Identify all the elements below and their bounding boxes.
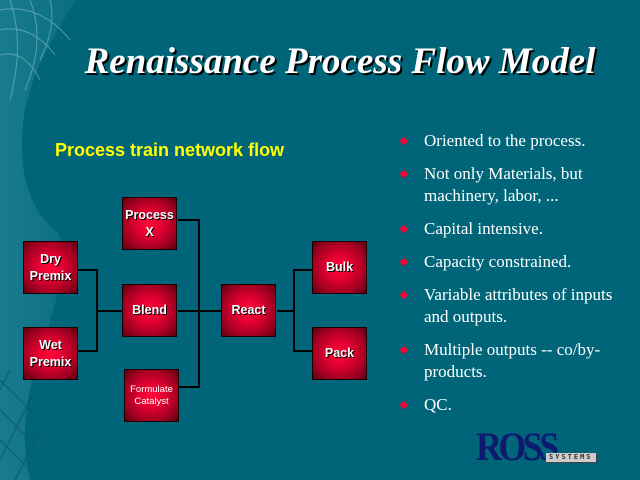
- node-label: Dry Premix: [29, 251, 72, 283]
- node-wet-premix: Wet Premix: [23, 327, 78, 380]
- node-label: Blend: [132, 303, 167, 317]
- bullet-text: Oriented to the process.: [424, 131, 586, 150]
- node-pack: Pack: [312, 327, 367, 380]
- diamond-bullet-icon: [399, 224, 409, 234]
- node-react: React: [221, 284, 276, 337]
- diamond-bullet-icon: [399, 257, 409, 267]
- node-label: Process X: [125, 207, 174, 239]
- diamond-bullet-icon: [399, 136, 409, 146]
- connector-wet-premix: [78, 350, 98, 352]
- connector-react-join: [198, 219, 200, 388]
- bullet-list: Oriented to the process. Not only Materi…: [399, 130, 640, 427]
- bullet-text: QC.: [424, 395, 452, 414]
- diagram-subtitle: Process train network flow: [55, 140, 285, 160]
- logo-tagline: SYSTEMS: [546, 453, 598, 463]
- bullet-item: Multiple outputs -- co/by-products.: [399, 339, 640, 383]
- bullet-text: Variable attributes of inputs and output…: [424, 285, 613, 326]
- node-label: Wet Premix: [29, 337, 72, 369]
- connector-output-split: [293, 269, 295, 352]
- connector-to-pack: [293, 350, 313, 352]
- node-process-x: Process X: [122, 197, 177, 250]
- node-dry-premix: Dry Premix: [23, 241, 78, 294]
- node-label: Pack: [324, 346, 355, 360]
- node-formulate-catalyst: Formulate Catalyst: [124, 369, 179, 422]
- diamond-bullet-icon: [399, 290, 409, 300]
- connector-dry-premix: [78, 269, 98, 271]
- diamond-bullet-icon: [399, 169, 409, 179]
- connector-to-bulk: [293, 269, 313, 271]
- bullet-item: Capital intensive.: [399, 218, 640, 240]
- bullet-item: Oriented to the process.: [399, 130, 640, 152]
- connector-react-out: [277, 310, 295, 312]
- connector-process-x: [178, 219, 200, 221]
- ross-systems-logo: ROSS SYSTEMS: [476, 425, 606, 471]
- bullet-item: Capacity constrained.: [399, 251, 640, 273]
- diamond-bullet-icon: [399, 400, 409, 410]
- node-blend: Blend: [122, 284, 177, 337]
- logo-wordmark: ROSS: [476, 424, 559, 469]
- node-bulk: Bulk: [312, 241, 367, 294]
- slide-title: Renaissance Process Flow Model: [84, 41, 596, 82]
- bullet-text: Capacity constrained.: [424, 252, 572, 271]
- node-label: React: [231, 303, 266, 317]
- connector-premix-to-blend: [96, 310, 123, 312]
- bullet-item: QC.: [399, 394, 640, 416]
- bullet-text: Not only Materials, but machinery, labor…: [424, 164, 583, 205]
- node-label: Formulate Catalyst: [130, 383, 173, 407]
- diamond-bullet-icon: [399, 345, 409, 355]
- node-label: Bulk: [325, 260, 354, 274]
- bullet-text: Capital intensive.: [424, 219, 543, 238]
- connector-blend-to-react: [178, 310, 222, 312]
- connector-formulate-catalyst: [179, 386, 200, 388]
- bullet-item: Variable attributes of inputs and output…: [399, 284, 640, 328]
- bullet-text: Multiple outputs -- co/by-products.: [424, 340, 601, 381]
- bullet-item: Not only Materials, but machinery, labor…: [399, 163, 640, 207]
